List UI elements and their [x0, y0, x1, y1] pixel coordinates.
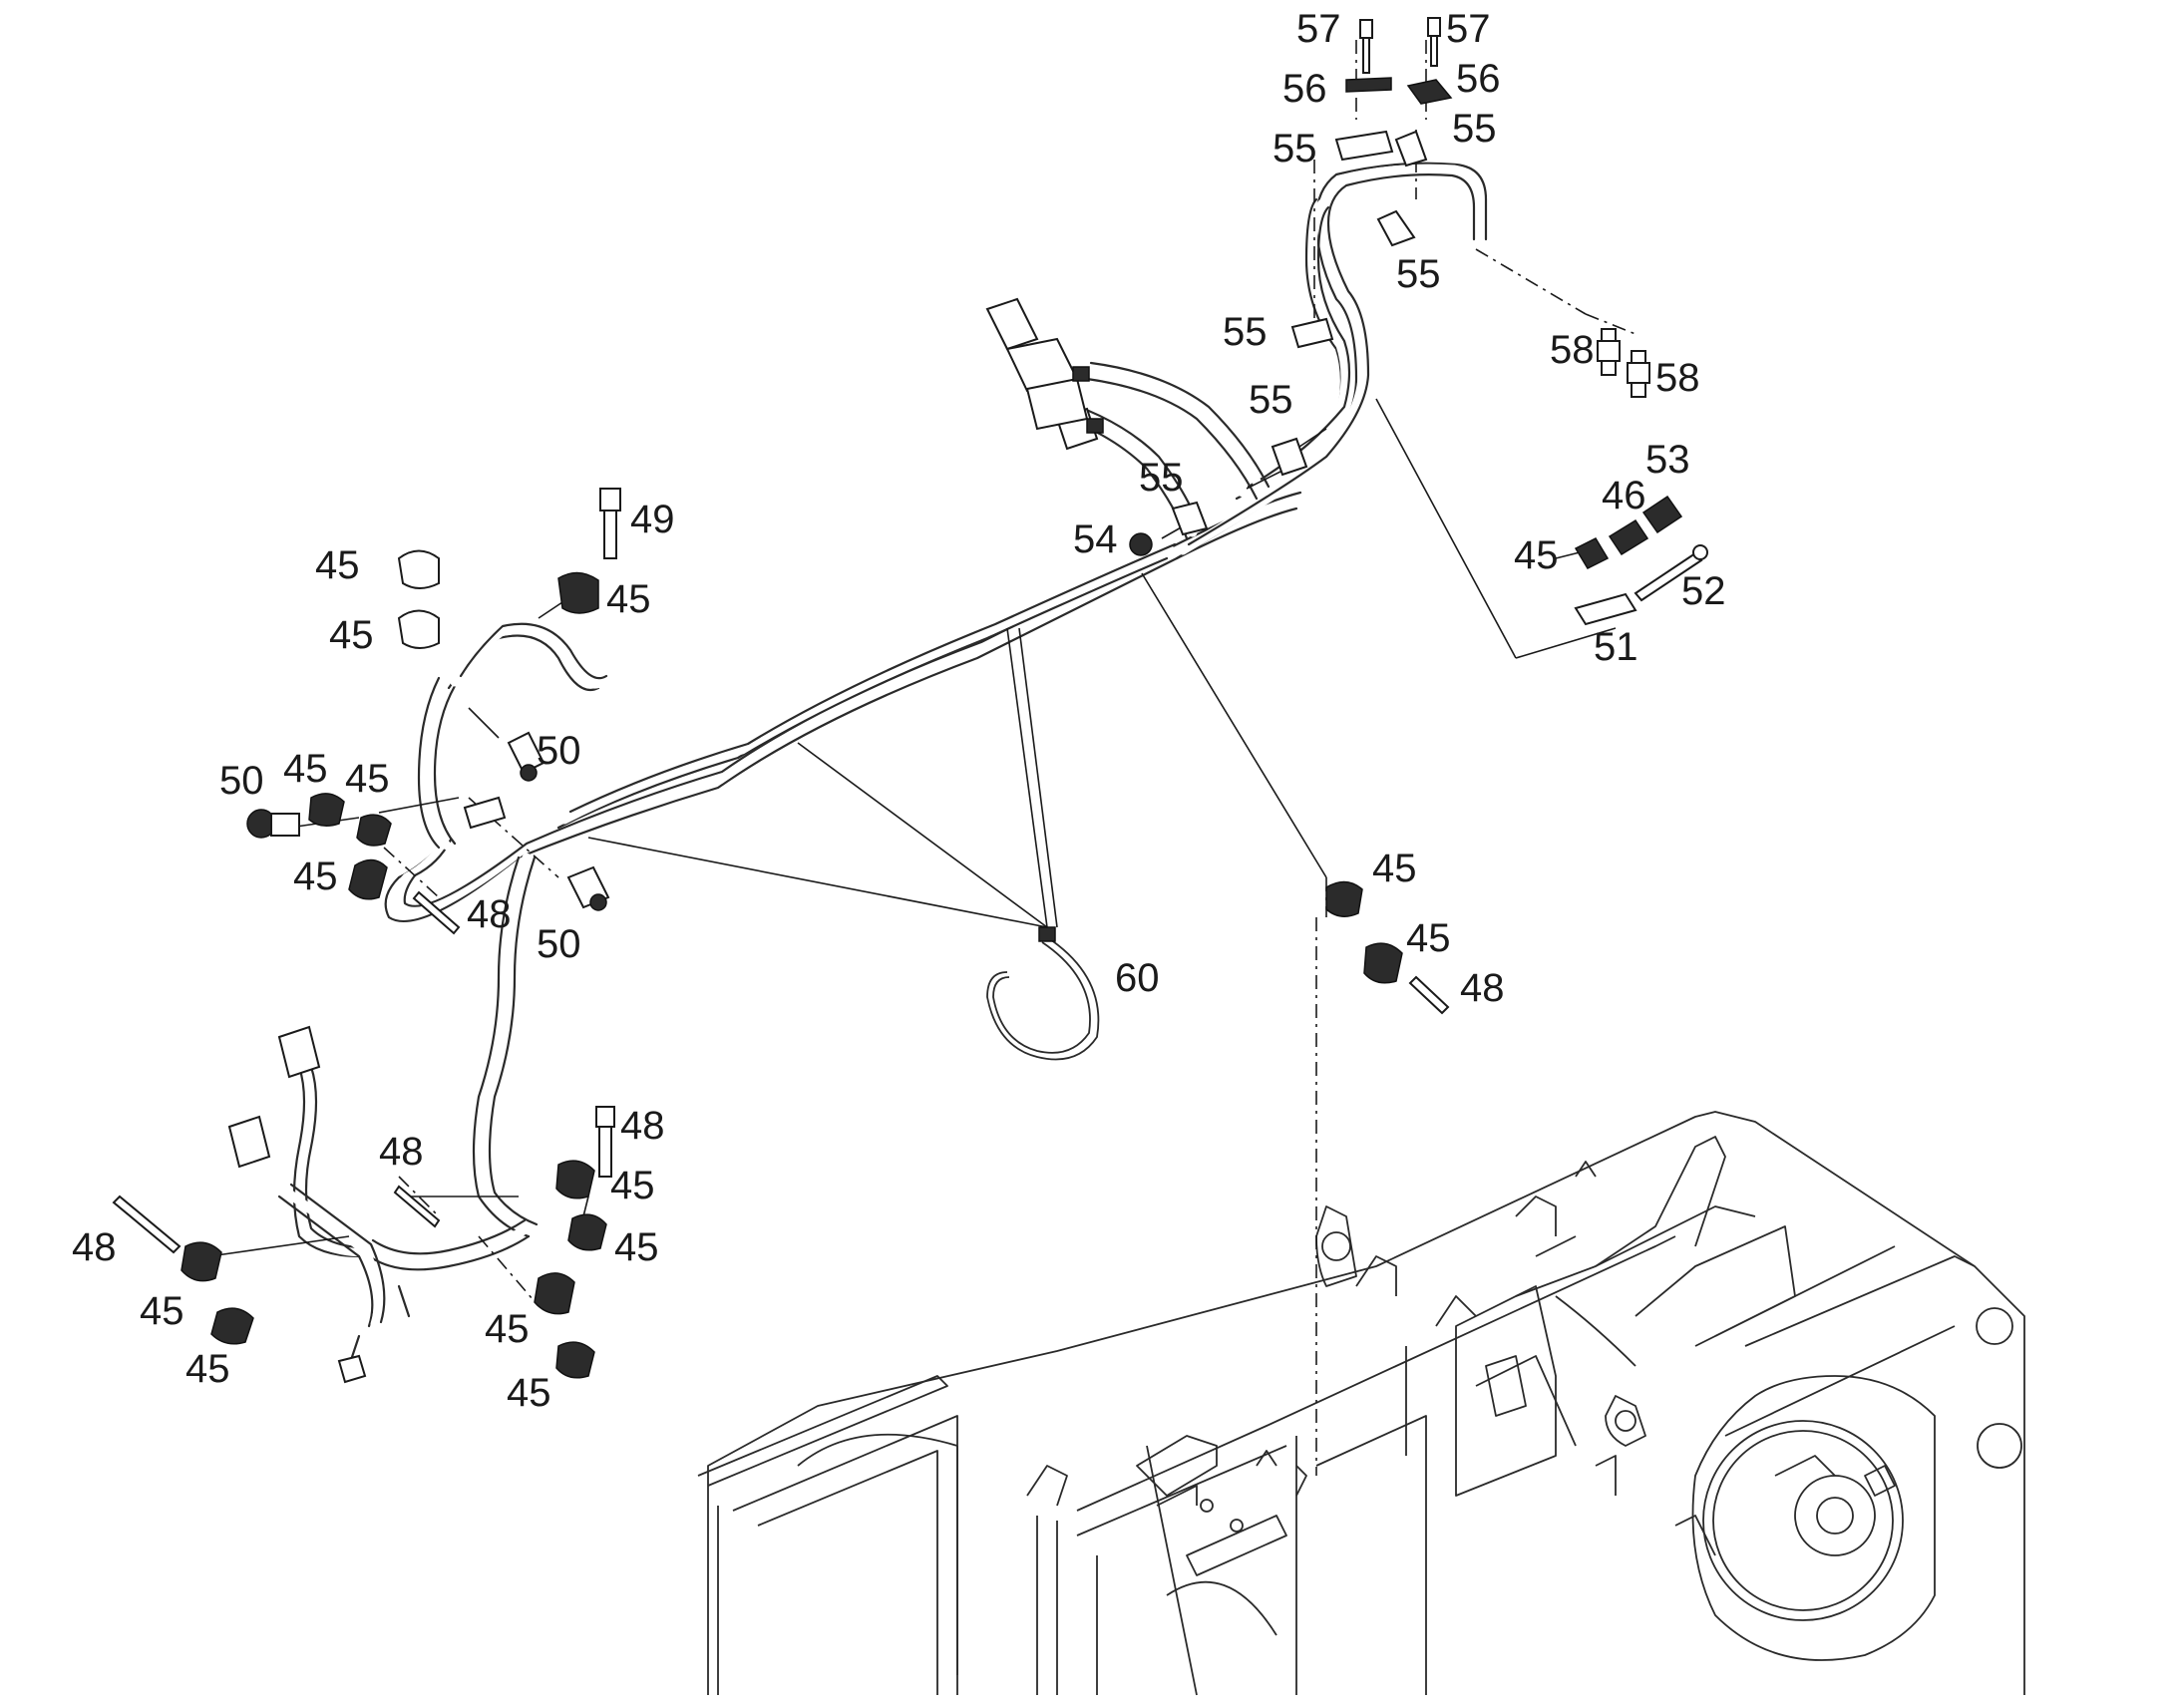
bolt-48-e	[595, 1106, 615, 1178]
machine-frame	[697, 1111, 2025, 1696]
clamp-45-k	[555, 1160, 595, 1199]
fitting-58-left	[1597, 328, 1621, 376]
clamp-45-right	[1574, 537, 1610, 569]
callout-48-e: 48	[72, 1225, 117, 1269]
callout-45-14: 45	[507, 1371, 551, 1415]
leader-lines	[208, 40, 1636, 1476]
clamp-55-mid	[1376, 209, 1416, 247]
nut-54	[1129, 532, 1153, 556]
clamp-55-center	[1271, 437, 1308, 477]
clamp-45-h	[1363, 942, 1403, 984]
callout-50-a: 50	[537, 729, 581, 773]
fitting-50-a	[507, 731, 545, 782]
clamp-45-l	[567, 1213, 607, 1251]
fitting-58-right	[1627, 350, 1650, 398]
callout-55-e: 55	[1249, 378, 1293, 422]
callout-45-12: 45	[185, 1347, 230, 1391]
bolt-49	[599, 488, 621, 559]
callout-55-a: 55	[1272, 127, 1317, 171]
callout-45-10: 45	[614, 1225, 659, 1269]
callout-53: 53	[1645, 438, 1690, 482]
clamp-45-d	[308, 793, 345, 827]
callout-45-13: 45	[485, 1307, 530, 1351]
callout-57-left: 57	[1296, 7, 1341, 51]
bolt-52	[1634, 551, 1703, 602]
callout-45-8: 45	[1406, 916, 1451, 960]
clamp-45-g	[1325, 880, 1363, 917]
bracket-51	[1574, 592, 1637, 626]
clamp-55-lower	[1171, 501, 1209, 536]
plate-56-left	[1345, 77, 1392, 93]
callout-56-left: 56	[1282, 67, 1327, 111]
callout-45-9: 45	[610, 1164, 655, 1207]
callout-55-d: 55	[1223, 310, 1268, 354]
fitting-50-c	[566, 865, 610, 911]
fitting-50-b	[246, 809, 300, 839]
clamp-45-j	[210, 1307, 254, 1345]
clamp-55-left	[1290, 317, 1334, 349]
clip-46	[1608, 518, 1649, 556]
callout-48-b: 48	[1460, 966, 1505, 1010]
callout-55-b: 55	[1452, 107, 1497, 151]
bolt-57-right	[1427, 17, 1441, 67]
valve-block	[985, 297, 1104, 451]
clamp-55-top-left	[1334, 130, 1394, 162]
bolt-48-d	[393, 1185, 441, 1228]
callout-50-b: 50	[219, 759, 264, 803]
callout-45-7: 45	[1372, 847, 1417, 890]
clamp-45-i	[181, 1241, 222, 1282]
callout-45-4: 45	[283, 747, 328, 791]
bolt-57-left	[1359, 19, 1373, 74]
bolt-48-a	[412, 890, 461, 935]
callout-45-1: 45	[315, 543, 360, 587]
callout-45-11: 45	[140, 1289, 184, 1333]
callout-46: 46	[1602, 474, 1646, 517]
clamp-45-c	[557, 571, 599, 614]
callout-49: 49	[630, 498, 675, 541]
callout-labels: 57 57 56 56 55 55 55 55 55 55 58 58 53 4…	[72, 7, 1726, 1415]
cable-tie-60	[986, 936, 1100, 1061]
callout-58-right: 58	[1655, 356, 1700, 400]
callout-55-f: 55	[1139, 456, 1184, 500]
bracket-small	[463, 796, 507, 830]
clamp-45-a	[397, 549, 440, 589]
hydraulic-hoses	[277, 162, 1488, 1368]
callout-60: 60	[1115, 956, 1160, 1000]
bolt-48-c	[112, 1195, 182, 1254]
clamp-45-m	[534, 1272, 575, 1315]
parts	[112, 17, 1708, 1384]
callout-58-left: 58	[1550, 328, 1595, 372]
callout-45-3: 45	[329, 613, 374, 657]
callout-50-c: 50	[537, 922, 581, 966]
plate-56-right	[1406, 79, 1453, 105]
clamp-45-n	[555, 1341, 595, 1379]
callout-45-right: 45	[1514, 533, 1559, 577]
nut-53	[1641, 495, 1683, 534]
callout-45-6: 45	[293, 854, 338, 898]
callout-55-c: 55	[1396, 252, 1441, 296]
callout-48-a: 48	[467, 892, 512, 936]
bolt-48-b	[1408, 975, 1450, 1015]
clamp-45-e	[356, 814, 392, 847]
callout-56-right: 56	[1456, 57, 1501, 101]
clamp-45-f	[348, 858, 388, 900]
callout-52: 52	[1681, 569, 1726, 613]
callout-45-2: 45	[606, 577, 651, 621]
callout-48-d: 48	[379, 1130, 424, 1174]
callout-57-right: 57	[1446, 7, 1491, 51]
callout-54: 54	[1073, 517, 1118, 561]
clamp-55-top-right	[1394, 130, 1428, 168]
callout-51: 51	[1594, 625, 1638, 669]
clamp-45-b	[397, 609, 440, 649]
callout-45-5: 45	[345, 757, 390, 801]
callout-48-c: 48	[620, 1104, 665, 1148]
